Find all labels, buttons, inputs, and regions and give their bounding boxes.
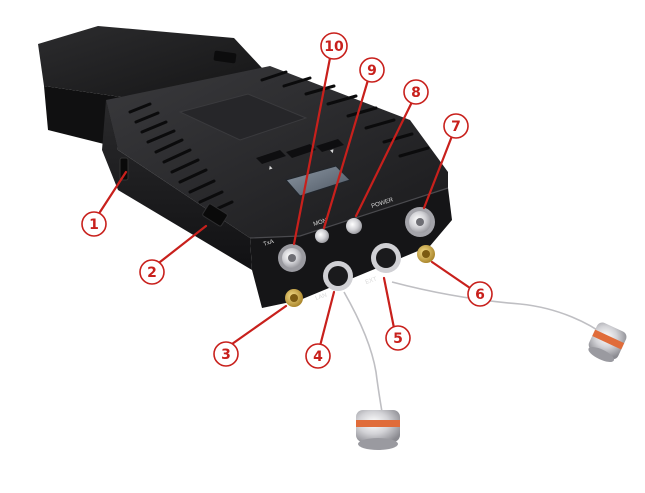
callout-3: 3 — [213, 341, 239, 367]
label-txa: TxA — [263, 239, 275, 248]
label-ext: EXT — [365, 276, 378, 285]
callout-10: 10 — [320, 32, 348, 60]
svg-text:4: 4 — [313, 349, 323, 365]
svg-text:8: 8 — [411, 85, 421, 101]
device-body: ▲ ▼ — [102, 66, 452, 308]
svg-text:2: 2 — [147, 265, 157, 281]
svg-text:▲: ▲ — [267, 164, 275, 172]
dust-cap-tether-left — [343, 291, 400, 450]
callout-lines — [98, 56, 472, 348]
svg-text:6: 6 — [475, 287, 485, 303]
ext-port — [371, 243, 401, 273]
callout-1: 1 — [81, 211, 107, 237]
svg-text:3: 3 — [221, 347, 231, 363]
menu-button — [315, 229, 329, 243]
callout-6: 6 — [467, 281, 493, 307]
dust-cap-right — [588, 322, 627, 362]
dust-cap-left — [356, 410, 400, 450]
vent-slots-right — [260, 70, 430, 158]
svg-text:▼: ▼ — [329, 148, 337, 156]
callout-9: 9 — [359, 57, 385, 83]
callout-8: 8 — [403, 79, 429, 105]
callout-2: 2 — [139, 259, 165, 285]
sma-connector-right — [417, 245, 435, 263]
label-lan: LAN — [315, 293, 328, 302]
sma-connector-left — [285, 289, 303, 307]
svg-text:7: 7 — [451, 119, 461, 135]
svg-text:9: 9 — [367, 63, 377, 79]
callout-5: 5 — [385, 325, 411, 351]
label-mon: MON — [313, 218, 328, 228]
lcd-screen — [285, 165, 351, 197]
top-button-row: ▲ ▼ — [256, 139, 344, 172]
lan-port — [323, 261, 353, 291]
power-button — [346, 218, 362, 234]
svg-text:10: 10 — [324, 39, 344, 55]
vent-slots-left — [128, 102, 234, 214]
battery-latch — [119, 157, 129, 181]
callout-4: 4 — [305, 343, 331, 369]
svg-text:5: 5 — [393, 331, 403, 347]
dust-cap-tether-right — [391, 281, 627, 362]
antenna-connector-rx — [405, 207, 435, 237]
callout-7: 7 — [443, 113, 469, 139]
antenna-connector-tx — [278, 244, 306, 272]
side-port — [202, 203, 228, 227]
svg-text:1: 1 — [89, 217, 99, 233]
